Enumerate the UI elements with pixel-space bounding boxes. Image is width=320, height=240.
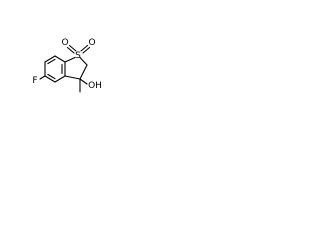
bond-c3-oh <box>79 78 88 85</box>
thiophene-ring <box>64 56 88 80</box>
bond-c5-c4 <box>44 75 56 83</box>
bond-c6-f <box>39 75 46 80</box>
sulfonyl-bonds <box>66 44 91 54</box>
bond-s-o-right-b <box>82 46 91 54</box>
atom-labels: F S O O OH <box>32 38 102 91</box>
bond-s-o-left-a <box>66 46 75 54</box>
atom-label-s: S <box>75 51 81 61</box>
bond-c3-c3a <box>64 75 81 80</box>
atom-label-f: F <box>32 76 37 86</box>
bond-s-c2 <box>79 56 88 66</box>
atom-label-oh: OH <box>88 81 102 91</box>
bond-c2-c3 <box>79 64 88 80</box>
benzene-ring <box>44 55 66 83</box>
bond-s-o-right-a <box>80 44 89 52</box>
atom-label-o-right: O <box>88 38 95 48</box>
molecule-structure: F S O O OH <box>32 38 102 93</box>
bond-c7a-c7 <box>54 55 66 63</box>
substituent-bonds <box>39 75 88 93</box>
double-bond-c5-c4-inner <box>47 73 56 80</box>
double-bond-c7-c6-inner <box>47 58 56 65</box>
bond-c7-c6 <box>44 55 56 63</box>
bond-s-o-left-b <box>68 44 77 52</box>
bond-c4-c3a <box>54 75 66 83</box>
atom-label-o-left: O <box>61 38 68 48</box>
bond-c7a-s <box>64 56 76 63</box>
